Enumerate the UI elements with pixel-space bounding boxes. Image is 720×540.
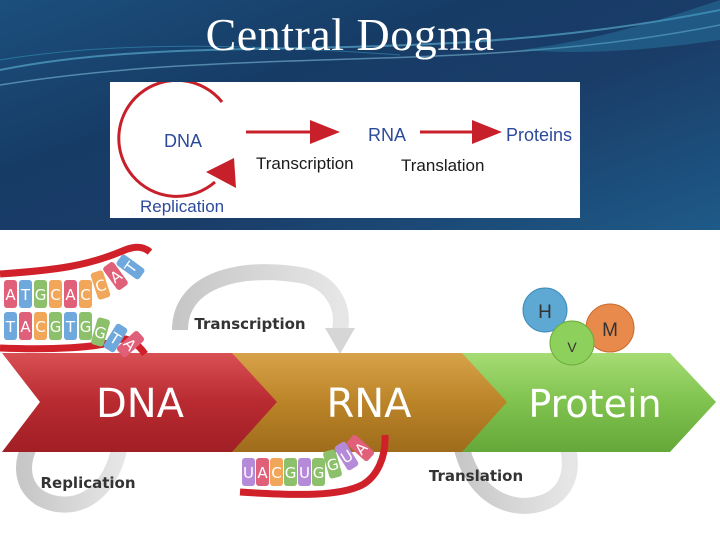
rna-base-letter: U — [299, 464, 310, 482]
dna-bottom-base: G — [91, 317, 110, 347]
protein-big-label: Protein — [528, 382, 661, 426]
dna-top-base-letter: C — [93, 276, 109, 296]
transcription-loop-head — [325, 328, 355, 354]
dna-bottom-base: G — [79, 312, 92, 340]
dna-top-base: C — [90, 270, 111, 300]
simple-proteins-label: Proteins — [506, 125, 573, 145]
dna-top-base: A — [4, 280, 17, 308]
rna-base: U — [298, 458, 311, 486]
simple-dna-label: DNA — [164, 131, 203, 151]
dna-bottom-base-letter: A — [20, 318, 31, 336]
dna-bottom-base-letter: T — [5, 318, 16, 336]
protein-chevron — [462, 353, 716, 452]
dna-bottom-base: T — [64, 312, 77, 340]
simple-rna-label: RNA — [368, 125, 407, 145]
rna-base: G — [323, 449, 342, 479]
dna-bottom-base-letter: G — [50, 318, 62, 336]
simple-transcription-label: Transcription — [256, 154, 354, 173]
dna-bottom-base-letter: G — [80, 318, 92, 336]
rna-base: U — [242, 458, 255, 486]
simple-diagram-arrows — [117, 82, 502, 198]
simple-dogma-diagram: DNA RNA Proteins Transcription Translati… — [110, 82, 580, 218]
slide-title: Central Dogma — [205, 9, 495, 60]
dna-bottom-base-letter: T — [65, 318, 76, 336]
rna-base: G — [312, 458, 325, 486]
dna-chevron — [2, 353, 290, 452]
simple-replication-label: Replication — [140, 197, 225, 216]
replication-process-label: Replication — [40, 474, 135, 492]
transcription-loop — [172, 264, 349, 332]
dna-top-base-letter: C — [80, 286, 90, 304]
rna-base-letter: G — [325, 455, 341, 476]
dna-bottom-base: T — [4, 312, 17, 340]
amino-acid-m-label: M — [602, 320, 618, 341]
dna-top-base: T — [19, 280, 32, 308]
transcription-arrowhead — [310, 120, 340, 144]
dna-top-base-letter: C — [50, 286, 60, 304]
rna-base: A — [256, 458, 269, 486]
amino-acid-h-label: H — [538, 302, 552, 323]
dna-bottom-base-letter: C — [35, 318, 45, 336]
slide-header: Central Dogma DNA RNA Proteins Transcrip… — [0, 0, 720, 230]
replication-loop-arrow — [117, 82, 224, 198]
rna-base: G — [284, 458, 297, 486]
dna-top-base: C — [49, 280, 62, 308]
dna-bottom-base-letter: G — [92, 323, 108, 344]
dna-bottom-base: G — [49, 312, 62, 340]
rna-base-letter: A — [257, 464, 268, 482]
transcription-process-label: Transcription — [194, 315, 305, 333]
rna-base-letter: U — [243, 464, 254, 482]
amino-acid-h — [522, 287, 568, 333]
simple-translation-label: Translation — [401, 156, 485, 175]
translation-arrowhead — [472, 120, 502, 144]
translation-loop — [452, 437, 578, 514]
rna-chevron — [232, 353, 517, 452]
dna-top-base-letter: G — [35, 286, 47, 304]
rna-base-letter: C — [271, 464, 281, 482]
dna-top-base: G — [34, 280, 47, 308]
dna-bottom-base: A — [19, 312, 32, 340]
replication-arrowhead — [206, 158, 236, 188]
header-swoosh — [0, 0, 720, 86]
replication-loop — [16, 441, 128, 513]
dna-top-base: C — [79, 280, 92, 308]
dna-top-base-letter: T — [20, 286, 31, 304]
rna-big-label: RNA — [326, 381, 412, 427]
dna-bottom-base: C — [34, 312, 47, 340]
dna-big-label: DNA — [96, 381, 185, 427]
amino-acid-v-label: V — [567, 339, 577, 355]
dna-top-base: A — [64, 280, 77, 308]
rna-base: C — [270, 458, 283, 486]
dna-top-base-letter: A — [65, 286, 76, 304]
translation-process-label: Translation — [429, 467, 523, 485]
rna-base-letter: G — [285, 464, 297, 482]
rna-base-letter: G — [313, 464, 325, 482]
dna-top-base-letter: A — [5, 286, 16, 304]
amino-acid-v — [549, 320, 595, 366]
